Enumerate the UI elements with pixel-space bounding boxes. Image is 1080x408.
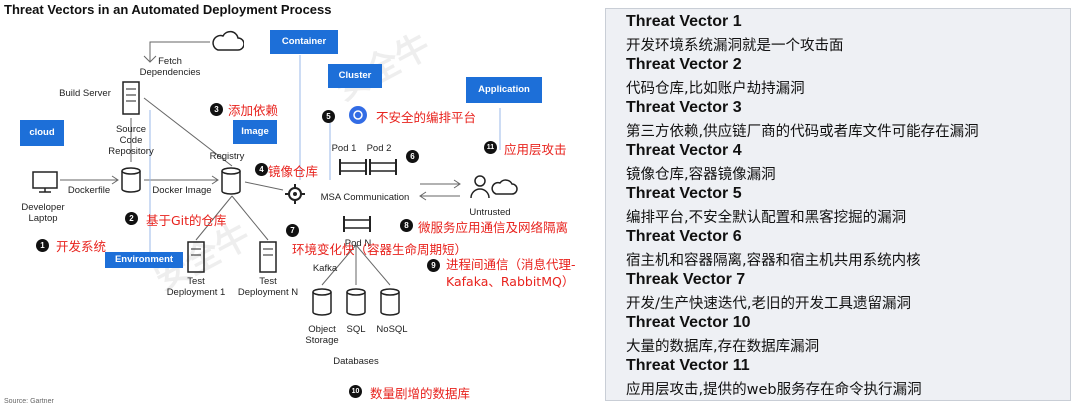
connector-lines	[60, 41, 501, 286]
label-source-repo: Source Code Repository	[108, 124, 154, 157]
label-test-deployment-n: Test Deployment N	[237, 276, 299, 298]
marker-6: 6	[406, 150, 419, 163]
vector-title: Threat Vector 1	[626, 13, 742, 30]
marker-8: 8	[400, 219, 413, 232]
marker-10: 10	[349, 385, 362, 398]
vector-title: Threak Vector 7	[626, 271, 746, 288]
label-object-storage: Object Storage	[305, 324, 339, 346]
label-msa-communication: MSA Communication	[320, 192, 410, 203]
annotation-v4: 镜像仓库	[268, 164, 319, 179]
annotation-v6: 环境变化快（容器生命周期短）	[292, 242, 468, 257]
annotation-v5: 不安全的编排平台	[376, 110, 477, 125]
cloud-icon	[212, 30, 244, 51]
server-icon	[122, 81, 140, 115]
badge-environment: Environment	[105, 252, 183, 268]
vector-desc: 开发/生产快速迭代,老旧的开发工具遗留漏洞	[626, 296, 911, 312]
vector-title: Threat Vector 11	[626, 357, 750, 374]
vector-title: Threat Vector 6	[626, 228, 742, 245]
test-server-1-icon	[187, 241, 205, 273]
label-dockerfile: Dockerfile	[67, 185, 111, 196]
vector-desc: 应用层攻击,提供的web服务存在命令执行漏洞	[626, 382, 922, 398]
vector-desc: 编排平台,不安全默认配置和黑客挖掘的漏洞	[626, 210, 907, 226]
deployment-diagram: 安全牛 安全牛	[4, 2, 576, 405]
laptop-icon	[32, 171, 58, 193]
kubernetes-icon	[349, 106, 367, 124]
marker-5: 5	[322, 110, 335, 123]
gear-icon	[285, 184, 305, 204]
threat-vector-panel: Threat Vector 1 开发环境系统漏洞就是一个攻击面 Threat V…	[605, 8, 1071, 401]
annotation-v9: 进程间通信（消息代理- Kafaka、RabbitMQ）	[446, 257, 576, 289]
podn-icon	[343, 216, 371, 232]
label-pod-n: Pod N	[344, 238, 372, 249]
label-registry: Registry	[209, 151, 245, 162]
object-storage-icon	[312, 288, 332, 316]
annotation-v11: 应用层攻击	[504, 142, 567, 157]
label-fetch-dependencies: Fetch Dependencies	[139, 56, 201, 78]
label-sql: SQL	[346, 324, 366, 335]
marker-1: 1	[36, 239, 49, 252]
registry-db-icon	[221, 167, 241, 195]
marker-7: 7	[286, 224, 299, 237]
label-developer-laptop: Developer Laptop	[21, 202, 65, 224]
pod2-icon	[369, 159, 397, 175]
vector-title: Threat Vector 4	[626, 142, 742, 159]
badge-application: Application	[466, 77, 542, 103]
marker-2: 2	[125, 212, 138, 225]
label-docker-image: Docker Image	[152, 185, 212, 196]
annotation-v1: 开发系统	[56, 239, 107, 254]
marker-9: 9	[427, 259, 440, 272]
vector-desc: 大量的数据库,存在数据库漏洞	[626, 339, 820, 355]
pod1-icon	[339, 159, 367, 175]
vector-desc: 镜像仓库,容器镜像漏洞	[626, 167, 776, 183]
label-build-server: Build Server	[59, 88, 111, 99]
vector-title: Threat Vector 10	[626, 314, 751, 331]
badge-image: Image	[233, 120, 277, 144]
nosql-db-icon	[380, 288, 400, 316]
label-pod2: Pod 2	[366, 143, 392, 154]
vector-desc: 开发环境系统漏洞就是一个攻击面	[626, 38, 844, 54]
vector-desc: 宿主机和容器隔离,容器和宿主机共用系统内核	[626, 253, 921, 269]
vector-title: Threat Vector 2	[626, 56, 742, 73]
badge-cluster: Cluster	[328, 64, 382, 88]
label-databases: Databases	[333, 356, 379, 367]
sql-db-icon	[346, 288, 366, 316]
diagram-title: Threat Vectors in an Automated Deploymen…	[4, 2, 332, 17]
annotation-v3: 添加依赖	[228, 103, 279, 118]
vector-title: Threat Vector 3	[626, 99, 742, 116]
user-cloud-icon	[470, 175, 518, 199]
label-untrusted: Untrusted	[469, 207, 511, 218]
repository-db-icon	[121, 167, 141, 193]
label-pod1: Pod 1	[331, 143, 357, 154]
vector-title: Threat Vector 5	[626, 185, 742, 202]
source-note: Source: Gartner	[4, 398, 54, 405]
vector-desc: 代码仓库,比如账户劫持漏洞	[626, 81, 805, 97]
annotation-v2: 基于Git的仓库	[146, 213, 227, 228]
label-kafka: Kafka	[312, 263, 338, 274]
marker-4: 4	[255, 163, 268, 176]
badge-container: Container	[270, 30, 338, 54]
marker-11: 11	[484, 141, 497, 154]
annotation-v8: 微服务应用通信及网络隔离	[418, 220, 569, 235]
badge-cloud: cloud	[20, 120, 64, 146]
label-nosql: NoSQL	[376, 324, 408, 335]
annotation-v10: 数量剧增的数据库	[370, 386, 471, 401]
test-server-n-icon	[259, 241, 277, 273]
label-test-deployment-1: Test Deployment 1	[166, 276, 226, 298]
marker-3: 3	[210, 103, 223, 116]
vector-desc: 第三方依赖,供应链厂商的代码或者库文件可能存在漏洞	[626, 124, 979, 140]
